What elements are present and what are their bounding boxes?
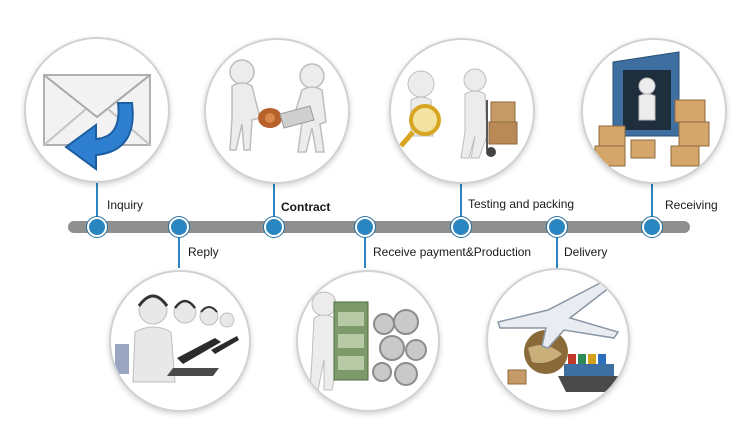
- magnifier-boxes-icon: [389, 38, 535, 184]
- envelope-reply-icon: [24, 37, 170, 183]
- step-label-reply: Reply: [188, 245, 219, 259]
- stem-inquiry: [96, 180, 98, 220]
- stem-receiving: [651, 180, 653, 220]
- step-label-inquiry: Inquiry: [107, 198, 144, 212]
- stem-testing: [460, 180, 462, 220]
- step-label-delivery: Delivery: [564, 245, 608, 259]
- stem-reply: [178, 234, 180, 268]
- stem-payment: [364, 234, 366, 268]
- plane-ship-icon: [486, 268, 630, 412]
- step-label-contract: Contract: [281, 200, 331, 214]
- step-label-payment: Receive payment&Production: [373, 245, 532, 259]
- node-delivery: [547, 217, 567, 237]
- step-label-testing: Testing and packing: [468, 197, 575, 211]
- stem-contract: [273, 182, 275, 220]
- node-receiving: [642, 217, 662, 237]
- contract-handshake-icon: [204, 38, 350, 184]
- node-reply: [169, 217, 189, 237]
- step-label-receiving: Receiving: [665, 198, 718, 212]
- node-inquiry: [87, 217, 107, 237]
- node-payment: [355, 217, 375, 237]
- timeline-bar: [68, 221, 690, 233]
- call-center-icon: [109, 270, 251, 412]
- stem-delivery: [556, 234, 558, 268]
- node-contract: [264, 217, 284, 237]
- warehouse-boxes-icon: [581, 38, 727, 184]
- money-gears-icon: [296, 270, 440, 412]
- node-testing: [451, 217, 471, 237]
